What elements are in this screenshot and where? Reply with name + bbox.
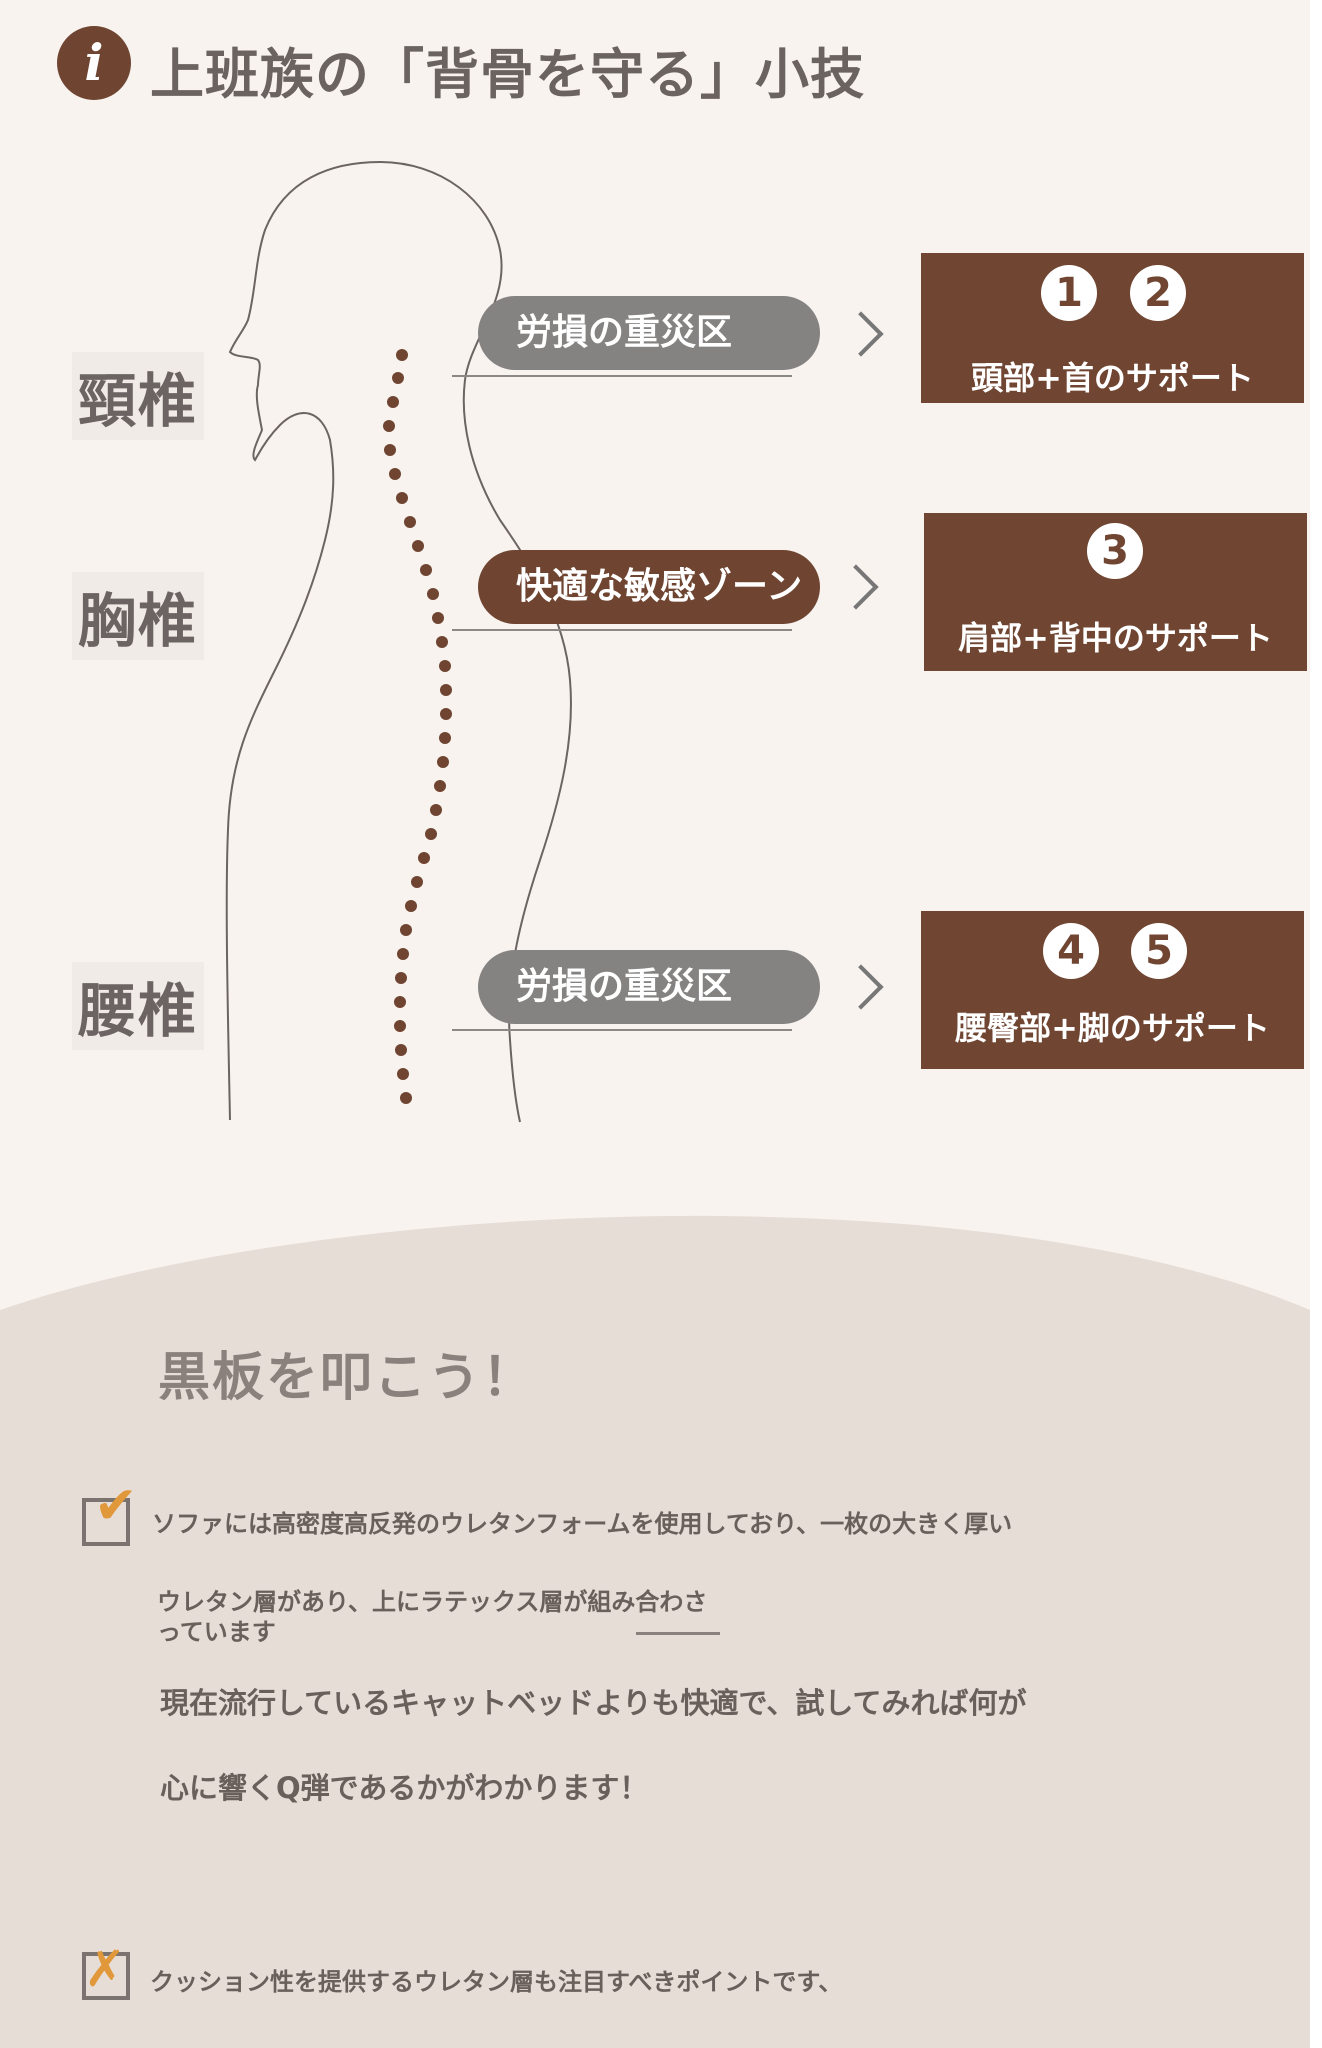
paragraph-1-line-3: っています	[157, 1618, 276, 1646]
section-title: 黒板を叩こう！	[158, 1348, 537, 1408]
divider	[636, 1632, 720, 1635]
number-badge-1: 1	[1041, 265, 1097, 321]
body-silhouette	[225, 160, 572, 1123]
zone-underline	[452, 1029, 792, 1031]
spine-label-cervical: 頸椎	[72, 352, 205, 440]
support-box-head-neck: 1 2 頭部+首のサポート	[921, 253, 1304, 403]
checkbox-icon	[82, 1952, 130, 2000]
support-box-label: 肩部+背中のサポート	[958, 619, 1273, 657]
zone-pill-neck: 労損の重災区	[478, 296, 820, 370]
support-box-label: 腰臀部+脚のサポート	[955, 1009, 1270, 1047]
paragraph-2-line-1: 現在流行しているキャットベッドよりも快適で、試してみれば何が	[160, 1686, 1027, 1720]
zone-underline	[452, 629, 792, 631]
support-box-label: 頭部+首のサポート	[971, 359, 1254, 397]
number-badge-4: 4	[1043, 923, 1099, 979]
bottom-panel-background	[0, 1215, 1310, 2048]
spine-label-lumbar: 腰椎	[72, 962, 205, 1050]
right-edge-strip	[1310, 0, 1322, 2048]
number-badge-3: 3	[1087, 523, 1143, 579]
paragraph-2-line-2: 心に響くQ弾であるかがわかります！	[160, 1771, 649, 1805]
info-icon: i	[57, 26, 131, 100]
paragraph-1-line-2: ウレタン層があり、上にラテックス層が組み合わさ	[157, 1588, 708, 1616]
paragraph-1-line-1: ソファには高密度高反発のウレタンフォームを使用しており、一枚の大きく厚い	[152, 1510, 1013, 1538]
zone-pill-shoulder: 快適な敏感ゾーン	[478, 550, 820, 624]
x-mark-icon: ✗	[84, 1940, 126, 1998]
spine-dots	[383, 349, 452, 1104]
zone-underline	[452, 375, 792, 377]
support-box-waist-legs: 4 5 腰臀部+脚のサポート	[921, 911, 1304, 1069]
spine-label-thoracic: 胸椎	[72, 572, 205, 660]
number-badge-5: 5	[1131, 923, 1187, 979]
paragraph-3-line-1: クッション性を提供するウレタン層も注目すべきポイントです、	[150, 1968, 843, 1996]
support-box-shoulder-back: 3 肩部+背中のサポート	[924, 513, 1307, 671]
page-title: 上班族の「背骨を守る」小技	[150, 43, 865, 106]
checkmark-icon: ✔	[94, 1476, 138, 1536]
zone-pill-waist: 労損の重災区	[478, 950, 820, 1024]
checkbox-icon	[82, 1498, 130, 1546]
number-badge-2: 2	[1130, 265, 1186, 321]
